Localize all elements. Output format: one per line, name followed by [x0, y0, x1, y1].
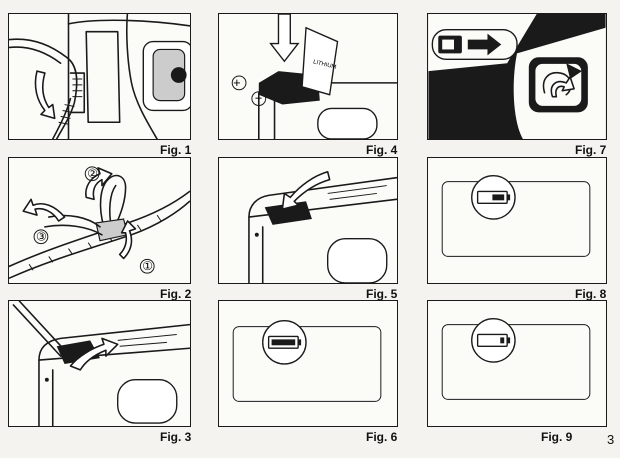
figure-1-caption: Fig. 1: [160, 143, 192, 157]
figure-9-battery-low: [427, 300, 607, 427]
figure-2-strap-loop: ② ① ③: [8, 157, 191, 284]
figure-1-strap-attach: [8, 13, 191, 140]
battery-check-switch-icon: [428, 14, 606, 139]
figure-7-battery-check: [427, 13, 607, 140]
step-1-label: ①: [142, 259, 153, 273]
step-2-label: ②: [87, 167, 98, 181]
minus-sign: −: [255, 91, 262, 106]
battery-half-icon: [441, 175, 591, 257]
figure-4-insert-battery: LITHIUM + −: [218, 13, 398, 140]
battery-cover-close-icon: [248, 170, 397, 283]
battery-insert-icon: LITHIUM + −: [231, 14, 397, 139]
battery-low-icon: [441, 318, 591, 400]
page-number: 3: [607, 432, 615, 447]
figure-2-caption: Fig. 2: [160, 287, 192, 301]
battery-full-icon: [232, 319, 382, 402]
plus-sign: +: [233, 75, 240, 90]
figure-3-caption: Fig. 3: [160, 430, 192, 444]
figure-4-caption: Fig. 4: [366, 143, 398, 157]
strap-eyelet-arrow-icon: [9, 14, 190, 139]
figure-6-caption: Fig. 6: [366, 430, 398, 444]
step-3-label: ③: [36, 230, 47, 244]
strap-loop-icon: ② ① ③: [9, 166, 190, 279]
battery-cover-open-icon: [12, 301, 190, 426]
figure-5-caption: Fig. 5: [366, 287, 398, 301]
figure-9-caption: Fig. 9: [541, 430, 573, 444]
figure-5-close-battery-cover: [218, 157, 398, 284]
figure-8-battery-half: [427, 157, 607, 284]
figure-7-caption: Fig. 7: [575, 143, 607, 157]
figure-3-open-battery-cover: [8, 300, 191, 427]
figure-8-caption: Fig. 8: [575, 287, 607, 301]
figure-6-battery-full: [218, 300, 398, 427]
battery-label: LITHIUM: [312, 59, 336, 71]
